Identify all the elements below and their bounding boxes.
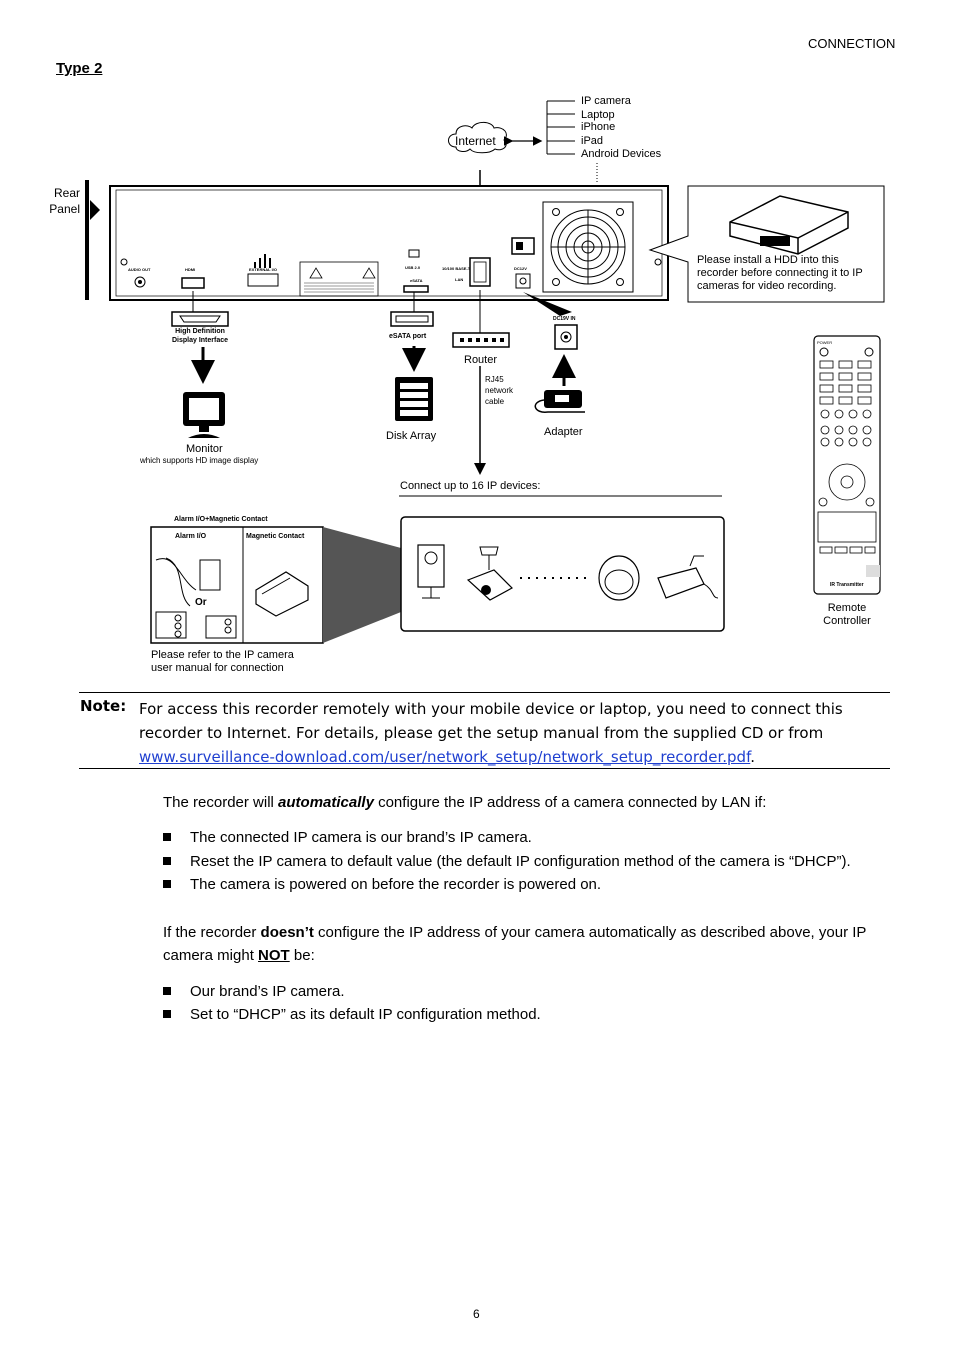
alarm-title: Alarm I/O+Magnetic Contact [174, 516, 268, 523]
device-ip-camera: IP camera [581, 95, 631, 107]
monitor-label: Monitor [186, 443, 223, 455]
list-item: Reset the IP camera to default value (th… [163, 850, 851, 873]
device-laptop: Laptop [581, 109, 615, 121]
p2-post: be: [289, 947, 315, 964]
alarm-panel [150, 526, 401, 644]
ip-devices-panel [400, 516, 725, 632]
panel-ethernet: 10/100 BASE-T [442, 266, 471, 271]
dc-in-label: DC19V IN [553, 316, 576, 322]
device-bracket [546, 100, 575, 155]
internet-label: Internet [455, 134, 496, 148]
p2-mid: configure the IP address of your camera … [163, 924, 867, 964]
hdmi-connector [171, 291, 229, 327]
esata-connector [390, 292, 434, 327]
rear-panel-pointer [85, 180, 100, 300]
device-iphone: iPhone [581, 121, 616, 133]
disk-array-icon [395, 377, 433, 421]
connection-diagram [85, 100, 885, 644]
panel-power: DC12V [514, 266, 527, 271]
rj45-label: RJ45 network cable [485, 375, 514, 406]
figure-heading: Type 2 [56, 60, 103, 77]
panel-usb: USB 2.0 [405, 265, 421, 270]
internet-cloud [448, 121, 507, 154]
bullet-text: Our brand’s IP camera. [190, 983, 345, 1000]
ipcam-note: Please refer to the IP camera user manua… [151, 649, 294, 674]
paragraph-auto-config: The recorder will automatically configur… [163, 791, 766, 814]
p1-emphasis: automatically [278, 794, 374, 811]
bullet-text: The camera is powered on before the reco… [190, 876, 602, 893]
remote-label: Remote Controller [823, 602, 871, 627]
panel-external-io: EXTERNAL I/O [249, 267, 277, 272]
note-end: . [750, 748, 756, 766]
connect-ip-label: Connect up to 16 IP devices: [400, 480, 541, 492]
hdd-callout-box [648, 185, 885, 303]
bullet-text: Reset the IP camera to default value (th… [190, 853, 851, 870]
bullet-text: The connected IP camera is our brand’s I… [190, 829, 532, 846]
note-label: Note: [80, 697, 127, 715]
panel-lan: LAN [455, 277, 464, 282]
adapter-icon [534, 390, 585, 413]
remote-controller-icon [813, 335, 881, 595]
p1-pre: The recorder will [163, 794, 279, 811]
panel-audio-out: AUDIO OUT [128, 267, 151, 272]
remote-power-label: POWER [817, 340, 833, 345]
list-item: The camera is powered on before the reco… [163, 873, 601, 896]
note-body: For access this recorder remotely with y… [139, 700, 843, 742]
list-item: Set to “DHCP” as its default IP configur… [163, 1003, 541, 1026]
dc-input-icon [554, 324, 578, 350]
note-text: For access this recorder remotely with y… [139, 697, 889, 769]
router-icon [452, 332, 510, 348]
note-box: Note: For access this recorder remotely … [79, 692, 890, 769]
list-item: Our brand’s IP camera. [163, 980, 345, 1003]
ir-transmitter-label: IR Transmitter [830, 582, 864, 588]
list-item: The connected IP camera is our brand’s I… [163, 826, 532, 849]
bullet-text: Set to “DHCP” as its default IP configur… [190, 1006, 541, 1023]
magnetic-contact-label: Magnetic Contact [246, 533, 305, 540]
adapter-label: Adapter [544, 426, 583, 438]
section-header: CONNECTION [808, 36, 896, 51]
page-number: 6 [473, 1307, 480, 1321]
monitor-icon [183, 392, 225, 438]
or-label: Or [195, 597, 207, 608]
hdmi-label: High Definition Display Interface [171, 328, 229, 344]
hdd-callout-text: Please install a HDD into this recorder … [697, 254, 863, 292]
panel-esata: eSATA [410, 278, 423, 283]
alarm-io-label: Alarm I/O [175, 533, 207, 540]
p2-bold: doesn’t [260, 924, 314, 941]
rear-panel-label: Rear Panel [49, 186, 80, 216]
router-label: Router [464, 354, 498, 366]
device-android: Android Devices [581, 148, 662, 160]
recorder-rear-panel [109, 185, 669, 301]
paragraph-not-config: If the recorder doesn’t configure the IP… [163, 921, 893, 967]
setup-manual-link[interactable]: www.surveillance-download.com/user/netwo… [139, 748, 751, 766]
p1-post: configure the IP address of a camera con… [373, 794, 767, 811]
device-ipad: iPad [581, 135, 604, 147]
monitor-note: which supports HD image display [140, 456, 259, 465]
esata-port-label: eSATA port [389, 333, 427, 340]
panel-hdmi: HDMI [185, 267, 196, 272]
p2-pre: If the recorder [163, 924, 261, 941]
p2-not: NOT [258, 947, 290, 964]
disk-array-label: Disk Array [386, 430, 437, 442]
